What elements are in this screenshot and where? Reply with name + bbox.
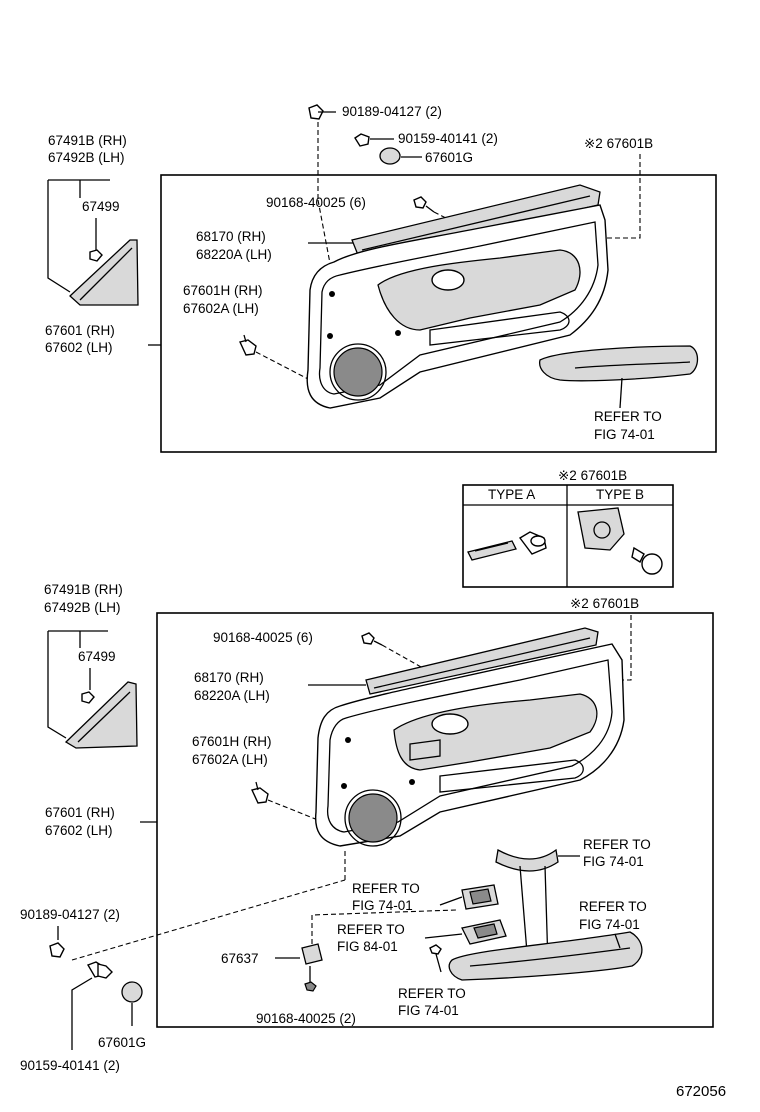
label-90189-bottom: 90189-04127 (2)	[20, 907, 120, 922]
inset-title: ※2 67601B	[558, 468, 627, 483]
screw-90168-icon	[413, 196, 435, 213]
label-90159-bottom: 90159-40141 (2)	[20, 1058, 120, 1073]
label-refer-c-top2: FIG 74-01	[352, 898, 413, 913]
clip-67499-icon	[89, 249, 103, 262]
label-refer-e1: REFER TO	[398, 986, 466, 1001]
label-68170: 68170 (RH)	[196, 229, 266, 244]
label-refer-b1: REFER TO	[579, 899, 647, 914]
clip-67499-bottom-icon	[81, 691, 95, 704]
top-frame	[160, 174, 717, 453]
power-window-switch-icon	[461, 919, 507, 945]
label-67601b: ※2 67601B	[584, 136, 653, 151]
label-67492b: 67492B (LH)	[48, 150, 125, 165]
bottom-assembly: ※2 67601B 67491B (RH) 67492B (LH) 67499 …	[20, 582, 714, 1073]
label-67491b-bottom: 67491B (RH)	[44, 582, 123, 597]
label-67492b-bottom: 67492B (LH)	[44, 600, 121, 615]
label-67601h-bottom: 67601H (RH)	[192, 734, 272, 749]
label-90159: 90159-40141 (2)	[398, 131, 498, 146]
screw-90168-bottom-icon	[361, 632, 383, 646]
label-90168: 90168-40025 (6)	[266, 195, 366, 210]
armrest-icon	[448, 931, 643, 981]
label-refer-e2: FIG 74-01	[398, 1003, 459, 1018]
clip-type-a-icon	[467, 531, 547, 561]
corner-panel-67491b-icon	[69, 239, 139, 306]
screw-armrest-icon	[429, 944, 442, 973]
label-67499: 67499	[82, 199, 120, 214]
label-67602-bottom: 67602 (LH)	[45, 823, 113, 838]
label-67602: 67602 (LH)	[45, 340, 113, 355]
screw-90159-icon	[354, 133, 394, 147]
label-67491b: 67491B (RH)	[48, 133, 127, 148]
inset-frame	[462, 484, 674, 588]
label-67601g: 67601G	[425, 150, 473, 165]
label-67499-bottom: 67499	[78, 649, 116, 664]
top-assembly: 90189-04127 (2) 90159-40141 (2) 67601G ※…	[45, 104, 717, 453]
label-refer-d2: FIG 84-01	[337, 939, 398, 954]
bottom-frame	[156, 612, 714, 1028]
label-fig-top: FIG 74-01	[594, 427, 655, 442]
screw-90189-icon	[308, 104, 336, 120]
label-67601-bottom: 67601 (RH)	[45, 805, 115, 820]
label-67601b-bottom: ※2 67601B	[570, 596, 639, 611]
door-trim-panel-bottom-icon	[314, 627, 625, 847]
label-refer-b2: FIG 74-01	[579, 917, 640, 932]
label-67602a-bottom: 67602A (LH)	[192, 752, 268, 767]
switch-bezel-icon	[461, 884, 499, 910]
diagram-id: 672056	[676, 1083, 726, 1100]
cap-67601g-icon	[379, 147, 401, 165]
clip-67601h-icon	[239, 334, 257, 356]
label-67602a: 67602A (LH)	[183, 301, 259, 316]
label-90189: 90189-04127 (2)	[342, 104, 442, 119]
label-67601: 67601 (RH)	[45, 323, 115, 338]
label-refer-top: REFER TO	[594, 409, 662, 424]
label-68170-bottom: 68170 (RH)	[194, 670, 264, 685]
inset-types: ※2 67601B TYPE A TYPE B	[462, 468, 674, 588]
label-67601g-bottom: 67601G	[98, 1035, 146, 1050]
label-68220a: 68220A (LH)	[196, 247, 272, 262]
screw-90168-small-icon	[304, 981, 317, 992]
clip-type-b-icon	[577, 507, 663, 575]
label-90168-bottom: 90168-40025 (6)	[213, 630, 313, 645]
label-refer-a1: REFER TO	[583, 837, 651, 852]
label-67601h: 67601H (RH)	[183, 283, 263, 298]
cap-67601g-bottom-icon	[121, 981, 143, 1003]
corner-panel-bottom-icon	[64, 681, 138, 749]
inset-type-a: TYPE A	[488, 487, 535, 502]
label-refer-c-top1: REFER TO	[352, 881, 420, 896]
label-67637: 67637	[221, 951, 259, 966]
label-refer-d1: REFER TO	[337, 922, 405, 937]
screw-90189-bottom-icon	[49, 942, 65, 958]
door-trim-panel-top-icon	[306, 184, 699, 409]
label-90168b: 90168-40025 (2)	[256, 1011, 356, 1026]
screw-90159-bottom-icon	[86, 961, 113, 979]
label-68220a-bottom: 68220A (LH)	[194, 688, 270, 703]
inset-type-b: TYPE B	[596, 487, 644, 502]
clip-67601h-bottom-icon	[251, 781, 269, 804]
clip-67637-icon	[301, 943, 323, 965]
label-refer-a2: FIG 74-01	[583, 854, 644, 869]
